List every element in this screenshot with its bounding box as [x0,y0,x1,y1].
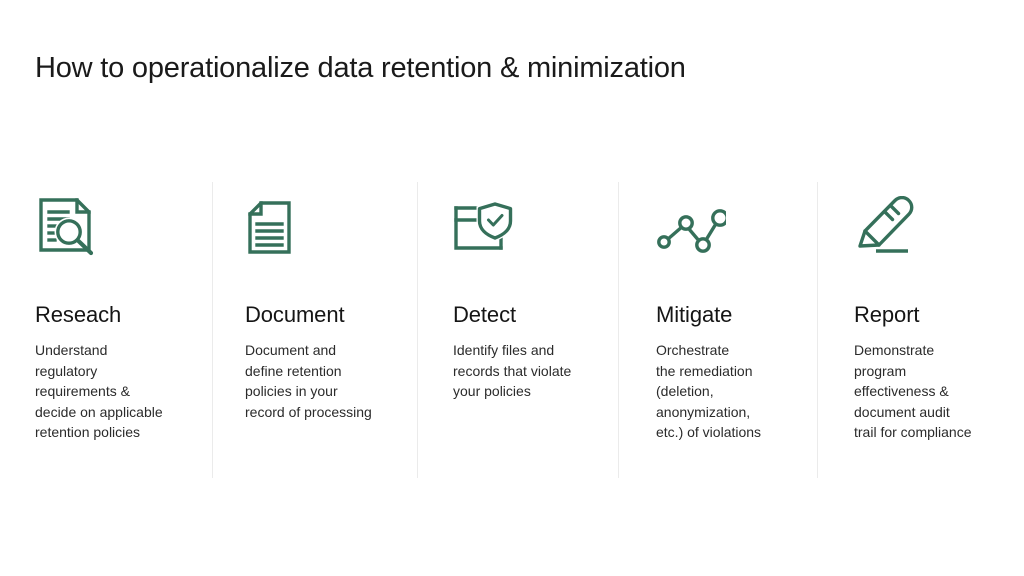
step-description: Demonstrate program effectiveness & docu… [854,342,972,441]
step-heading: Detect [453,302,516,327]
network-nodes-icon [656,194,728,256]
step-column-mitigate[interactable]: Mitigate Orchestrate the remediation (de… [656,182,806,478]
pencil-write-icon [854,194,926,256]
step-description: Orchestrate the remediation (deletion, a… [656,342,762,441]
page-title: How to operationalize data retention & m… [35,52,686,84]
step-description: Document and define retention policies i… [245,342,372,420]
column-divider-4 [817,182,818,478]
step-description: Identify files and records that violate … [453,342,572,400]
step-heading: Reseach [35,302,122,327]
step-column-report[interactable]: Report Demonstrate program effectiveness… [854,182,1004,478]
column-divider-2 [417,182,418,478]
document-magnifier-icon [35,194,107,256]
step-heading: Document [245,302,345,327]
document-lines-icon [245,194,317,256]
folder-shield-check-icon [453,194,525,256]
step-column-document[interactable]: Document Document and define retention p… [245,182,405,478]
step-column-reseach[interactable]: Reseach Understand regulatory requiremen… [35,182,205,478]
step-column-detect[interactable]: Detect Identify files and records that v… [453,182,613,478]
step-description: Understand regulatory requirements & dec… [35,342,163,441]
step-heading: Report [854,302,920,327]
process-steps-row: Reseach Understand regulatory requiremen… [0,182,1024,478]
column-divider-3 [618,182,619,478]
column-divider-1 [212,182,213,478]
step-heading: Mitigate [656,302,733,327]
